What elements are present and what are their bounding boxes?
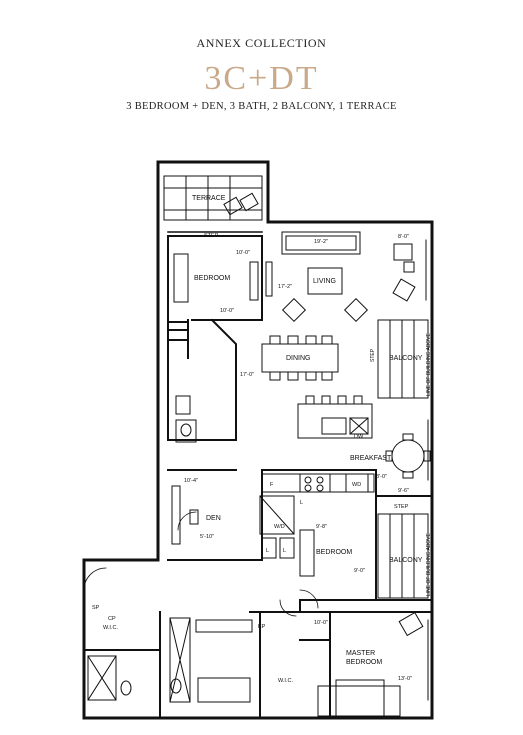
label-linen-2: L: [266, 548, 269, 554]
room-wic-a: W.I.C.: [103, 625, 118, 631]
label-linen-1: L: [300, 500, 303, 506]
bedroom-b-fixtures: [259, 495, 315, 577]
dim-dining: 17'-0": [240, 372, 254, 378]
room-bedroom-a: BEDROOM: [194, 275, 230, 282]
unit-title: 3C+DT: [204, 60, 319, 97]
windows: [425, 239, 429, 701]
dim-den-height: 5'-10": [200, 534, 214, 540]
balcony-lower: [377, 513, 429, 599]
dim-master-height: 13'-0": [398, 676, 412, 682]
dim-breakfast-height: 9'-6": [398, 488, 409, 494]
breakfast-table: [385, 433, 431, 479]
label-cp: CP: [108, 616, 116, 622]
bedroom-a: [167, 235, 273, 441]
terrace: [163, 175, 263, 233]
collection-name: ANNEX COLLECTION: [196, 36, 327, 50]
interior-walls: [83, 318, 433, 719]
dim-bedroom-b-height: 9'-0": [354, 568, 365, 574]
room-breakfast: BREAKFAST: [350, 455, 392, 462]
room-master-line1: MASTER: [346, 650, 375, 657]
room-wic-b: W.I.C.: [278, 678, 293, 684]
label-line-of-building-1: LINE OF BUILDING ABOVE: [426, 333, 432, 396]
room-living: LIVING: [313, 278, 336, 285]
dim-den-width: 10'-4": [184, 478, 198, 484]
label-step-balcony: STEP: [370, 348, 376, 362]
living-furniture: [281, 231, 416, 323]
room-terrace: TERRACE: [192, 195, 226, 202]
label-step-right: STEP: [394, 504, 409, 510]
room-balcony-a: BALCONY: [389, 355, 423, 362]
label-linen-3: L: [283, 548, 286, 554]
label-sp: SP: [92, 605, 100, 611]
label-washer: WD: [352, 482, 361, 488]
den: [171, 485, 199, 545]
unit-description: 3 BEDROOM + DEN, 3 BATH, 2 BALCONY, 1 TE…: [126, 101, 397, 112]
dim-living-width: 19'-2": [314, 239, 328, 245]
room-balcony-b: BALCONY: [389, 557, 423, 564]
label-ep: EP: [258, 624, 266, 630]
door-swings: [83, 511, 319, 617]
dim-breakfast-width: 8'-0": [376, 474, 387, 480]
room-dining: DINING: [286, 355, 311, 362]
room-den: DEN: [206, 515, 221, 522]
dim-master-width: 10'-0": [314, 620, 328, 626]
master-bed: [317, 611, 424, 717]
label-step-top: STEP: [204, 233, 219, 239]
label-laundry: W/D: [274, 524, 285, 530]
dim-bedroom-a-height: 10'-0": [220, 308, 234, 314]
dim-living-height: 17'-2": [278, 284, 292, 290]
dim-bedroom-a-width: 10'-0": [236, 250, 250, 256]
dim-living-nook: 8'-0": [398, 234, 409, 240]
room-master-line2: BEDROOM: [346, 659, 382, 666]
kitchen-counter: [261, 473, 375, 493]
exterior-walls: [82, 160, 434, 720]
label-line-of-building-2: LINE OF BUILDING ABOVE: [426, 533, 432, 596]
label-fridge: F: [270, 482, 274, 488]
kitchen-island: [297, 395, 373, 439]
bath-fixtures: [87, 395, 253, 703]
label-dishwasher: DW: [354, 434, 364, 440]
room-bedroom-b: BEDROOM: [316, 549, 352, 556]
dim-bedroom-b-width: 9'-8": [316, 524, 327, 530]
dining-table: [261, 335, 339, 381]
balcony-upper: [377, 319, 429, 399]
